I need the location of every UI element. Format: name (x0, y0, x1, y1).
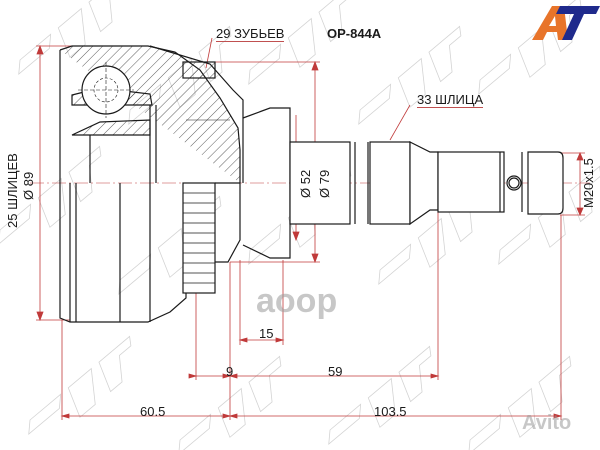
part-number: OP-844A (327, 26, 382, 41)
at-brand-logo (532, 6, 600, 40)
dimension-59: 59 (328, 364, 343, 379)
cv-housing (59, 45, 291, 323)
seller-watermark: аоор (256, 282, 338, 320)
dimension-103-5: 103.5 (374, 404, 407, 419)
dimension-15: 15 (259, 326, 274, 341)
thread-label: M20x1.5 (581, 158, 596, 208)
diameter-79-label: Ø 79 (317, 169, 332, 198)
shaft (289, 141, 564, 226)
teeth-label: 29 ЗУБЬЕВ (216, 26, 285, 42)
logo-letter-a (532, 6, 568, 40)
avito-watermark: Avito (522, 412, 572, 434)
diameter-52-label: Ø 52 (298, 169, 313, 198)
diameter-89-label: Ø 89 (21, 171, 36, 200)
dimension-60-5: 60.5 (140, 404, 166, 419)
dimension-9: 9 (226, 364, 234, 379)
inner-splines-label: 25 ШЛИЦЕВ (5, 153, 20, 228)
outer-splines-label: 33 ШЛИЦА (417, 92, 484, 108)
logo-letter-t (556, 6, 600, 40)
